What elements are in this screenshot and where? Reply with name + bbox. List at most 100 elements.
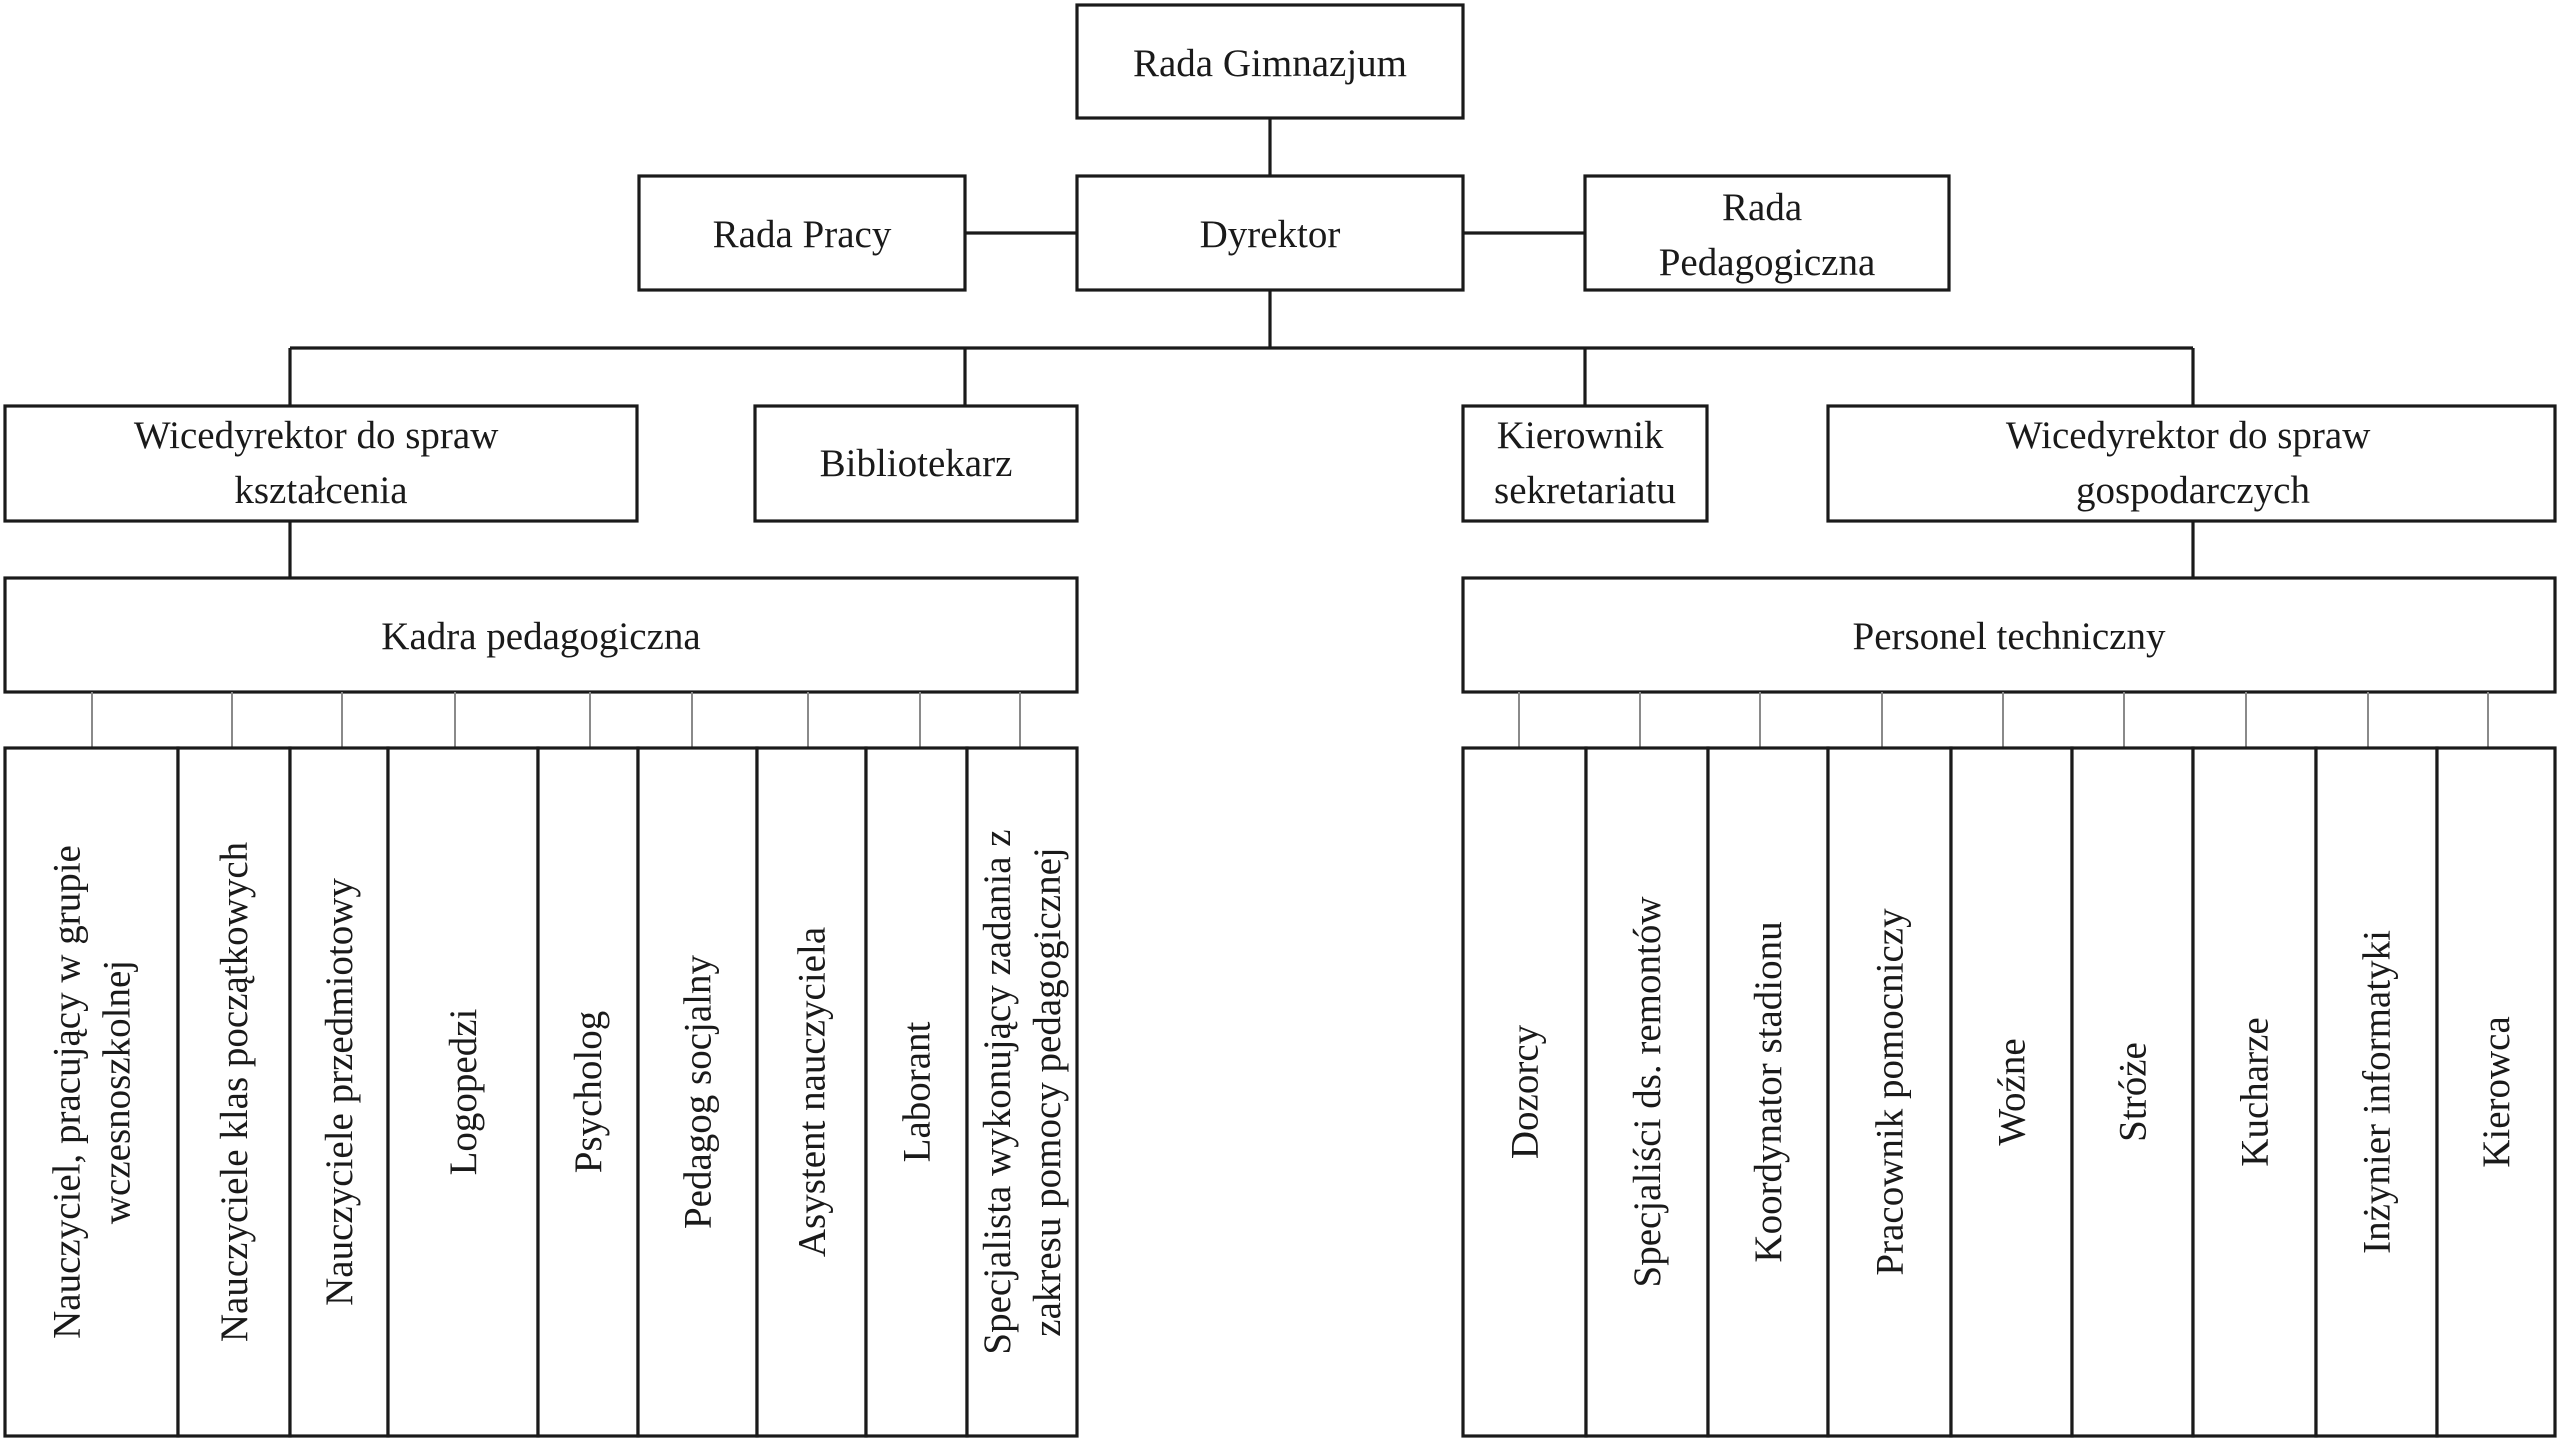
node-rada-pedagogiczna: Rada Pedagogiczna xyxy=(1583,174,1951,292)
personel-member: Stróże xyxy=(2070,746,2195,1438)
wicedyrektor-gospodarczych-label: Wicedyrektor do spraw gospodarczych xyxy=(2006,414,2380,512)
wicedyrektor-ksztalcenia-line-1: Wicedyrektor do spraw xyxy=(134,414,498,457)
personel-member: Inżynier informatyki xyxy=(2314,746,2439,1438)
kadra-member-label-line: zakresu pomocy pedagogicznej xyxy=(1026,847,1069,1336)
personel-member-label-line: Woźne xyxy=(1991,1038,2034,1145)
node-rada-gimnazjum: Rada Gimnazjum xyxy=(1075,3,1465,120)
personel-member-label: Inżynier informatyki xyxy=(2356,930,2399,1254)
node-bibliotekarz: Bibliotekarz xyxy=(753,404,1079,523)
personel-member: Dozorcy xyxy=(1461,746,1588,1438)
dyrektor-label: Dyrektor xyxy=(1200,213,1341,256)
personel-member-label-line: Kierowca xyxy=(2475,1016,2518,1168)
personel-member-label: Woźne xyxy=(1991,1038,2034,1145)
personel-members: Dozorcy Specjaliści ds. remontów Koordynat… xyxy=(1461,692,2557,1438)
kadra-member: Nauczyciele przedmiotowy xyxy=(288,746,390,1438)
node-kierownik-sekretariatu: Kierownik sekretariatu xyxy=(1461,404,1709,523)
kadra-member: Nauczyciele klas początkowych xyxy=(176,746,292,1438)
personel-member-label: Kucharze xyxy=(2234,1017,2277,1166)
personel-member-box xyxy=(2435,746,2557,1438)
kadra-member-box xyxy=(864,746,969,1438)
personel-member-label: Kierowca xyxy=(2475,1016,2518,1168)
personel-member: Kierowca xyxy=(2435,746,2557,1438)
kadra-member-label-line: Psycholog xyxy=(567,1011,610,1174)
kadra-pedagogiczna-label: Kadra pedagogiczna xyxy=(381,615,700,658)
kadra-member: Asystent nauczyciela xyxy=(755,746,868,1438)
rada-gimnazjum-label: Rada Gimnazjum xyxy=(1133,42,1407,85)
personel-member-label: Pracownik pomocniczy xyxy=(1869,908,1912,1276)
kierownik-sekretariatu-line-1: Kierownik xyxy=(1497,414,1664,457)
personel-member: Woźne xyxy=(1949,746,2074,1438)
kadra-member-box xyxy=(755,746,868,1438)
personel-member-label: Dozorcy xyxy=(1504,1024,1547,1159)
node-kadra-pedagogiczna: Kadra pedagogiczna xyxy=(3,576,1079,694)
personel-member: Specjaliści ds. remontów xyxy=(1584,746,1710,1438)
kadra-member-label-line: Nauczyciel, pracujący w grupie xyxy=(46,845,89,1339)
kadra-member-label: Logopedzi xyxy=(442,1008,485,1175)
personel-member-label: Specjaliści ds. remontów xyxy=(1626,896,1669,1287)
personel-member-label-line: Dozorcy xyxy=(1504,1024,1547,1159)
kadra-member-label: Nauczyciele przedmiotowy xyxy=(318,878,361,1306)
personel-member-label-line: Specjaliści ds. remontów xyxy=(1626,896,1669,1287)
kadra-member-label-line: Asystent nauczyciela xyxy=(791,927,834,1257)
personel-techniczny-label: Personel techniczny xyxy=(1853,615,2166,658)
kadra-member-box xyxy=(288,746,390,1438)
kadra-member-box xyxy=(3,746,180,1438)
personel-member-box xyxy=(2314,746,2439,1438)
wicedyrektor-ksztalcenia-line-2: kształcenia xyxy=(234,469,407,512)
personel-member-box xyxy=(1461,746,1588,1438)
kadra-member-box xyxy=(965,746,1079,1438)
personel-member-box xyxy=(1949,746,2074,1438)
kadra-member-label-line: Pedagog socjalny xyxy=(677,954,720,1229)
kadra-member-label-line: Specjalista wykonujący zadania z xyxy=(976,829,1019,1354)
personel-member: Pracownik pomocniczy xyxy=(1826,746,1953,1438)
personel-member-label-line: Inżynier informatyki xyxy=(2356,930,2399,1254)
personel-member-label-line: Pracownik pomocniczy xyxy=(1869,908,1912,1276)
wicedyrektor-gospodarczych-line-2: gospodarczych xyxy=(2076,469,2310,512)
node-wicedyrektor-ksztalcenia: Wicedyrektor do spraw kształcenia xyxy=(3,404,639,523)
rada-pedagogiczna-label: Rada Pedagogiczna xyxy=(1659,186,1876,284)
kadra-member: Logopedzi xyxy=(386,746,540,1438)
personel-member-box xyxy=(1706,746,1830,1438)
kadra-member-label: Laborant xyxy=(896,1021,939,1162)
personel-member-box xyxy=(2191,746,2318,1438)
personel-member-label-line: Koordynator stadionu xyxy=(1747,921,1790,1262)
personel-member: Kucharze xyxy=(2191,746,2318,1438)
rada-pedagogiczna-line-1: Rada xyxy=(1722,186,1802,229)
kadra-member-label-line: Nauczyciele klas początkowych xyxy=(213,842,256,1342)
kadra-member-label-line: wczesnoszkolnej xyxy=(96,960,139,1224)
kadra-member-box xyxy=(636,746,759,1438)
wicedyrektor-ksztalcenia-label: Wicedyrektor do spraw kształcenia xyxy=(134,414,508,512)
wicedyrektor-gospodarczych-line-1: Wicedyrektor do spraw xyxy=(2006,414,2370,457)
node-dyrektor: Dyrektor xyxy=(1075,174,1465,292)
kierownik-sekretariatu-line-2: sekretariatu xyxy=(1494,469,1676,512)
node-rada-pracy: Rada Pracy xyxy=(637,174,967,292)
personel-member: Koordynator stadionu xyxy=(1706,746,1830,1438)
kadra-member-box xyxy=(536,746,640,1438)
kadra-member-label: Nauczyciele klas początkowych xyxy=(213,842,256,1342)
kadra-member-box xyxy=(176,746,292,1438)
kadra-member-label-line: Logopedzi xyxy=(442,1008,485,1175)
kadra-member-label-line: Nauczyciele przedmiotowy xyxy=(318,878,361,1306)
kadra-member: Pedagog socjalny xyxy=(636,746,759,1438)
kadra-member: Psycholog xyxy=(536,746,640,1438)
kadra-member-label-line: Laborant xyxy=(896,1021,939,1162)
rada-pedagogiczna-line-2: Pedagogiczna xyxy=(1659,241,1876,284)
connectors xyxy=(288,118,2195,578)
personel-member-label-line: Stróże xyxy=(2112,1042,2155,1142)
personel-member-box xyxy=(1826,746,1953,1438)
node-personel-techniczny: Personel techniczny xyxy=(1461,576,2557,694)
personel-member-label: Koordynator stadionu xyxy=(1747,921,1790,1262)
kadra-member: Laborant xyxy=(864,746,969,1438)
personel-member-box xyxy=(1584,746,1710,1438)
kadra-member-label: Pedagog socjalny xyxy=(677,954,720,1229)
personel-member-label-line: Kucharze xyxy=(2234,1017,2277,1166)
node-wicedyrektor-gospodarczych: Wicedyrektor do spraw gospodarczych xyxy=(1826,404,2557,523)
rada-pracy-label: Rada Pracy xyxy=(713,213,892,256)
kierownik-sekretariatu-label: Kierownik sekretariatu xyxy=(1494,414,1676,512)
personel-member-label: Stróże xyxy=(2112,1042,2155,1142)
